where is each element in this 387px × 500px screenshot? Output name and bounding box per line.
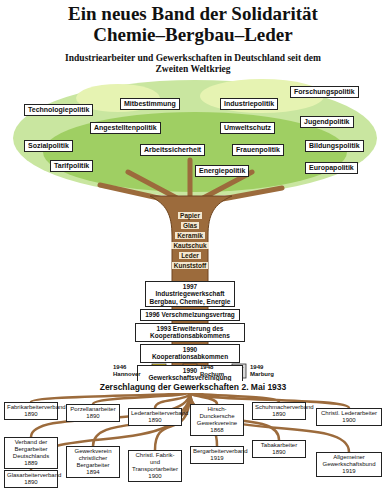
node-text: Christl. Lederarbeiter 1900 [319,410,379,424]
policy-box: Angestelltenpolitik [90,122,161,134]
node-text: 1996 Verschmelzungsvertrag [144,311,236,318]
logo-caption: 1946 Hannover [112,364,150,378]
policy-box: Energiepolitik [195,165,249,177]
policy-box: Europapolitik [305,162,358,174]
canopy-outer [13,80,377,196]
node-text: 1949 Marburg [250,364,286,378]
node-text: Frauenpolitik [236,146,280,154]
node-text: Europapolitik [309,164,354,172]
root-box: Schuhmacherverband 1890 [252,402,306,420]
policy-box: Tarifpolitik [50,160,93,172]
root-box: Lederarbeiterverband 1890 [128,408,182,426]
node-text: 1997 Industriegewerkschaft Bergbau, Chem… [149,283,231,305]
policy-box: Arbeitssicherheit [140,144,205,156]
policy-box: Frauenpolitik [232,144,284,156]
root-box: Porzellanarbeiter 1890 [66,404,120,422]
policy-box: Jugendpolitik [300,116,354,128]
node-text: Zerschlagung der Gewerkschaften 2. Mai 1… [60,382,326,392]
root-box: Bergarbeiterverband 1919 [190,446,244,464]
node-text: Tabakarbeiter 1890 [255,442,303,456]
industry-label: Kunststoff [172,262,209,269]
subtitle: Industriearbeiter und Gewerkschaften in … [58,53,328,76]
node-text: Glasarbeiterverband 1890 [7,472,55,486]
node-text: Mitbestimmung [124,100,176,108]
policy-box: Technologiepolitik [24,104,93,116]
root-box: Gewerkverein christlicher Bergarbeiter 1… [66,446,120,478]
node-text: Bergarbeiterverband 1919 [193,448,241,462]
logo-caption: 1948 Bochum [199,364,230,378]
policy-box: Forschungspolitik [290,86,359,98]
policy-box: Industriepolitik [220,98,278,110]
root-box: Hirsch-Dunckersche Gewerkvereine 1868 [190,404,244,436]
node-text: Energiepolitik [199,167,245,175]
industry-label: Glas [181,222,199,229]
node-text: Hirsch-Dunckersche Gewerkvereine 1868 [193,406,241,434]
node-text: Angestelltenpolitik [94,124,157,132]
title: Ein neues Band der Solidarität Chemie–Be… [43,4,343,46]
node-text: 1948 Bochum [200,364,229,378]
root-box: Verband der Bergarbeiter Deutschlands 18… [4,437,58,469]
node-text: 1990 Gewerkschaftsvereinigung [141,367,239,382]
root-box: Christl. Lederarbeiter 1900 [316,408,382,426]
node-text: 1993 Erweiterung des Kooperationsabkomme… [139,325,241,340]
node-text: Verband der Bergarbeiter Deutschlands 18… [7,439,55,467]
node-text: 1946 Hannover [113,364,149,378]
logo-caption: 1949 Marburg [249,364,287,378]
industry-label: Keramik [175,232,205,239]
root-line [155,392,190,408]
node-text: Jugendpolitik [304,118,350,126]
node-text: Umweltschutz [224,124,271,132]
node-text: Forschungspolitik [294,88,355,96]
policy-box: Bildungspolitik [305,140,364,152]
node-text: Porzellanarbeiter 1890 [69,406,117,420]
policy-box: Umweltschutz [220,122,275,134]
policy-box: Sozialpolitik [24,140,73,152]
node-text: Fabrikarbeiterverband 1890 [7,404,55,418]
history-band: Zerschlagung der Gewerkschaften 2. Mai 1… [58,381,328,393]
history-box: 1996 Verschmelzungsvertrag [140,309,240,320]
node-text: Arbeitssicherheit [144,146,201,154]
root-box: Allgemeiner Gewerkschaftsbund 1919 [316,452,382,477]
root-box: Fabrikarbeiterverband 1890 [4,402,58,420]
node-text: Tarifpolitik [54,162,89,170]
node-text: 1990 Kooperationsabkommen [144,346,236,361]
root-box: Tabakarbeiter 1890 [252,440,306,458]
history-box: 1997 Industriegewerkschaft Bergbau, Chem… [145,281,235,307]
node-text: Bildungspolitik [309,142,360,150]
node-text: Gewerkverein christlicher Bergarbeiter 1… [69,448,117,476]
industry-label: Kautschuk [171,242,208,249]
industry-label: Papier [178,212,202,219]
node-text: Technologiepolitik [28,106,89,114]
node-text: Schuhmacherverband 1890 [255,404,303,418]
root-box: Glasarbeiterverband 1890 [4,470,58,488]
node-text: Allgemeiner Gewerkschaftsbund 1919 [319,454,379,475]
node-text: Sozialpolitik [28,142,69,150]
policy-box: Mitbestimmung [120,98,180,110]
root-box: Christl. Fabrik- und Transportarbeiter 1… [128,450,182,482]
industry-label: Leder [179,252,201,259]
node-text: Christl. Fabrik- und Transportarbeiter 1… [131,452,179,480]
history-box: 1990 Kooperationsabkommen [140,344,240,363]
history-box: 1993 Erweiterung des Kooperationsabkomme… [135,323,245,342]
node-text: Industriepolitik [224,100,274,108]
node-text: Lederarbeiterverband 1890 [131,410,179,424]
